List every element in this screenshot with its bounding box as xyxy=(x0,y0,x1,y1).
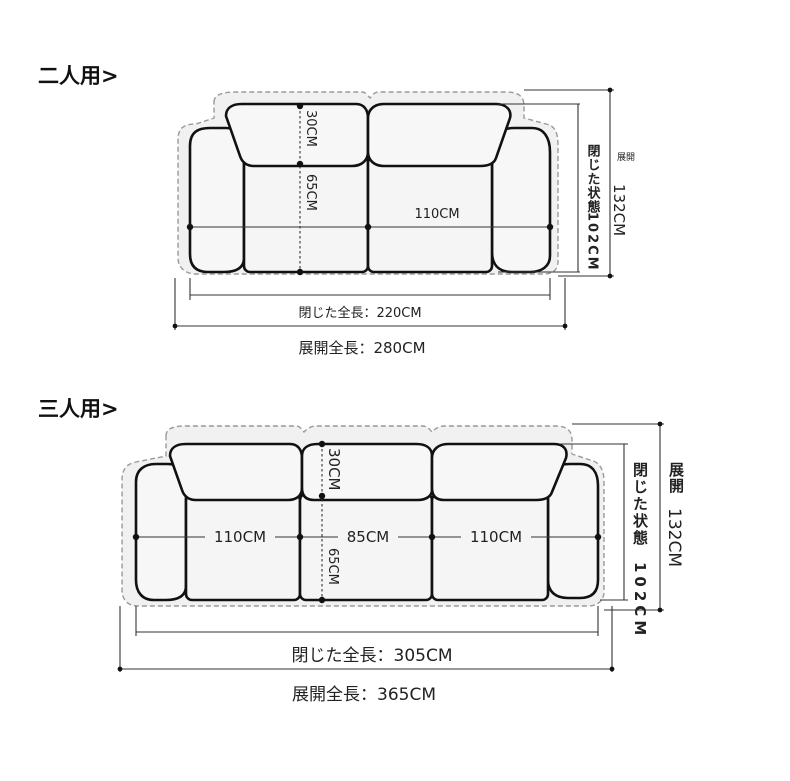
two-seat-heading: 二人用> xyxy=(38,64,119,88)
three-seat-open-depth-value: 132CM xyxy=(664,508,684,567)
two-seat-open-depth-value: 132CM xyxy=(610,184,628,236)
two-seat-sofa: 30CM 65CM 110CM 閉じた全長：220CM 展開全長：280CM xyxy=(172,87,635,357)
two-seat-right-arm xyxy=(490,126,552,274)
three-seat-left-width: 110CM xyxy=(214,528,266,546)
two-seat-seat-width: 110CM xyxy=(414,207,459,222)
three-seat-sofa: 30CM 65CM 110CM 85CM 110CM 閉じた全長：305CM 展… xyxy=(117,421,685,705)
three-seat-closed-length: 閉じた全長：305CM xyxy=(292,646,453,666)
three-seat-right-width: 110CM xyxy=(470,528,522,546)
three-seat-closed-depth-value: 102CM xyxy=(631,562,649,639)
two-seat-left-arm xyxy=(188,126,246,274)
three-seat-left-back-cushion xyxy=(168,442,304,502)
two-seat-seat-depth: 65CM xyxy=(303,174,318,211)
two-seat-left-back-cushion xyxy=(224,102,370,168)
two-seat-right-back-cushion xyxy=(366,102,512,168)
two-seat-open-length: 展開全長：280CM xyxy=(298,339,425,357)
three-seat-open-depth-label: 展開 xyxy=(667,462,685,494)
three-seat-back-depth: 30CM xyxy=(325,448,343,491)
three-seat-middle-back-cushion xyxy=(300,442,434,502)
three-seat-seat-depth: 65CM xyxy=(325,548,340,585)
three-seat-left-arm xyxy=(134,462,188,602)
two-seat-open-depth-label: 展開 xyxy=(617,152,635,163)
three-seat-open-length: 展開全長：365CM xyxy=(292,685,436,705)
three-seat-closed-depth-label: 閉じた状態 xyxy=(631,462,649,547)
three-seat-heading: 三人用> xyxy=(38,397,119,421)
two-seat-closed-depth-value: 102CM xyxy=(585,212,600,272)
three-seat-middle-width: 85CM xyxy=(347,528,390,546)
two-seat-closed-depth-label: 閉じた状態 xyxy=(585,144,601,214)
two-seat-closed-length: 閉じた全長：220CM xyxy=(298,305,421,321)
three-seat-right-back-cushion xyxy=(430,442,568,502)
two-seat-back-depth: 30CM xyxy=(303,110,318,147)
